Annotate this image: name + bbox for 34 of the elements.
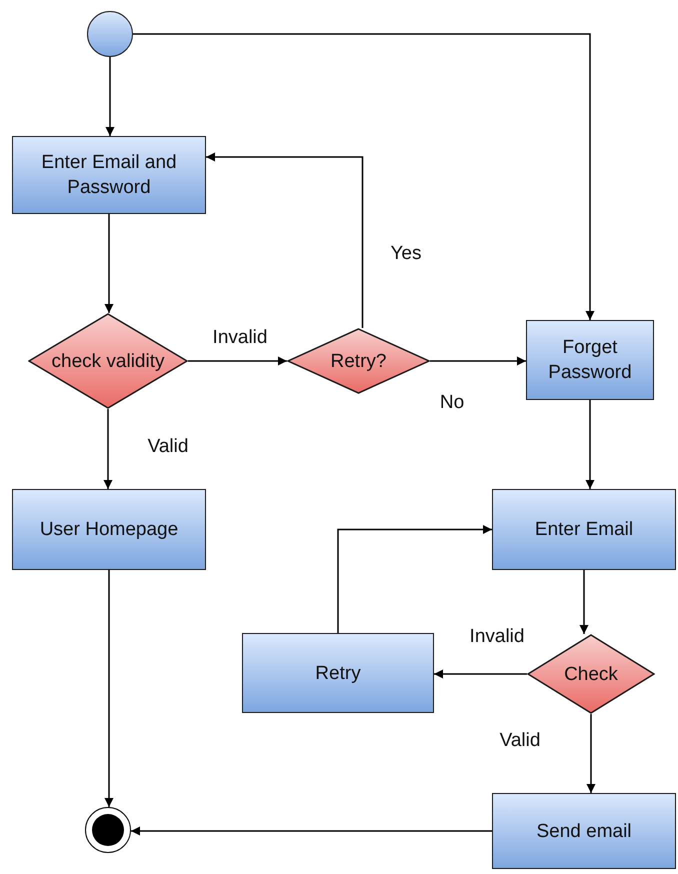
node-label: Forget Password [547, 336, 633, 385]
decision-diamond [28, 313, 188, 409]
arrow [188, 356, 287, 366]
arrow [434, 670, 527, 678]
arrow [206, 152, 364, 328]
arrow [104, 570, 114, 807]
arrow [586, 714, 596, 793]
start-node [87, 11, 133, 57]
node-label: User Homepage [40, 518, 178, 542]
arrow [131, 826, 492, 836]
decision-diamond [527, 634, 655, 714]
process-box [12, 136, 206, 214]
arrow [586, 400, 594, 489]
node-label: Send email [536, 820, 632, 844]
decision-diamond [287, 328, 430, 394]
process-box [492, 793, 676, 869]
arrow [337, 525, 492, 633]
process-box [242, 633, 434, 713]
node-label: Enter Email [534, 518, 634, 542]
node-label: Enter Email and Password [40, 151, 178, 200]
node-label: Retry? [330, 350, 386, 374]
node-label: Check [564, 662, 618, 686]
process-box [12, 489, 206, 570]
process-box [492, 489, 676, 570]
arrow [430, 356, 526, 366]
arrow [104, 214, 114, 313]
node-label: check validity [52, 350, 164, 374]
arrow [133, 33, 594, 320]
arrow [104, 409, 112, 489]
arrow [580, 570, 588, 634]
final-node [85, 807, 131, 853]
process-box [526, 320, 654, 400]
node-label: Retry [315, 662, 361, 686]
arrow [106, 57, 114, 136]
